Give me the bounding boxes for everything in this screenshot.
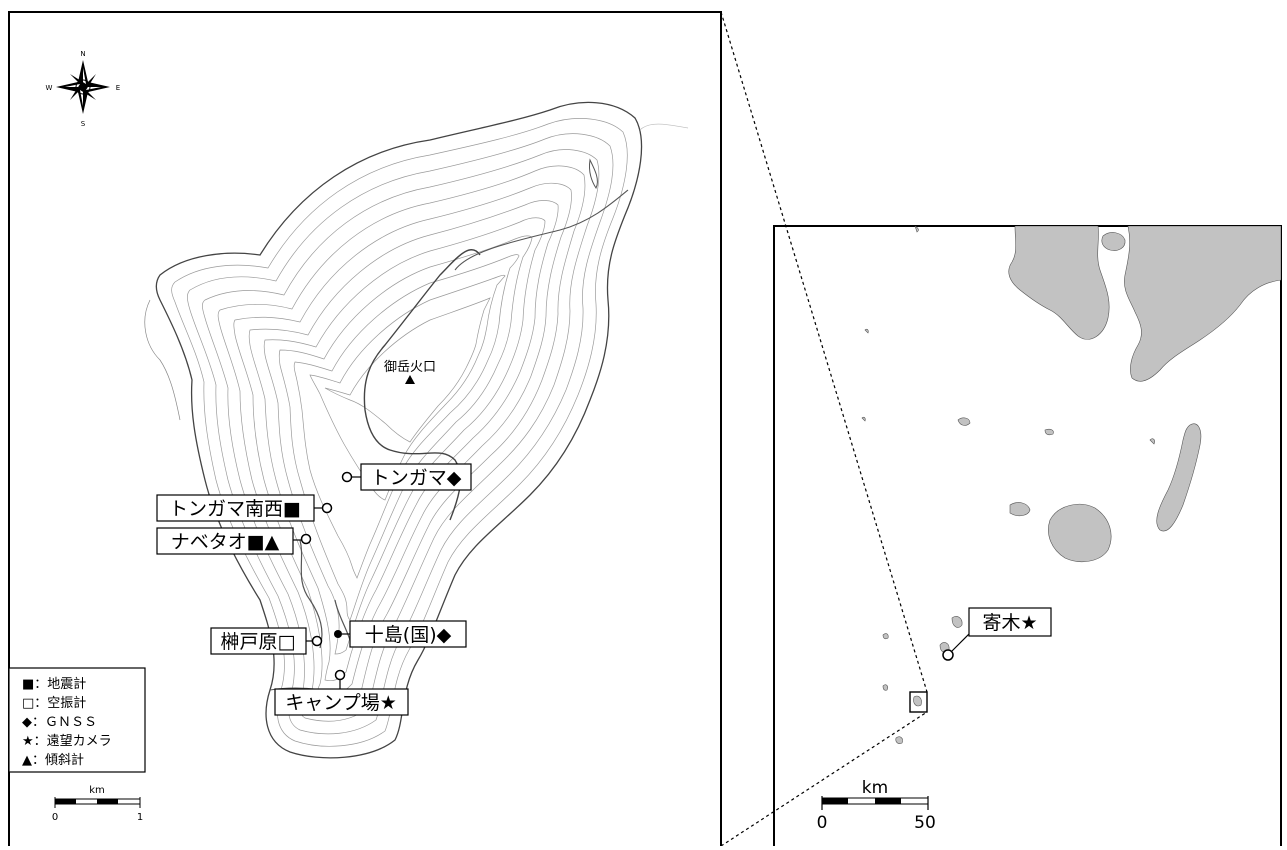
station-tongama: トンガマ◆ (341, 463, 472, 491)
label-tongama-sw: トンガマ南西■ (169, 498, 301, 520)
leader-line-bottom (720, 711, 928, 847)
legend-infrasound: □：空振計 (22, 695, 86, 711)
land-kuchinoerabu (1009, 502, 1031, 517)
label-camp: キャンプ場★ (285, 692, 396, 714)
station-yoriki: 寄木★ (942, 607, 1052, 661)
crater-label: 御岳火口 (384, 360, 436, 375)
station-nabetao: ナベタオ■▲ (156, 527, 312, 555)
scale-main-min: 0 (52, 812, 58, 823)
station-camp: キャンプ場★ (274, 669, 409, 716)
land-osumi (1124, 226, 1281, 382)
compass-n: N (80, 50, 85, 58)
land-tanegashima (1156, 423, 1202, 532)
crater-marker: 御岳火口 (384, 360, 436, 384)
compass-e: E (116, 84, 120, 92)
leader-line-top (720, 11, 928, 693)
land-akusekijima (882, 684, 888, 691)
land-sakurajima (1101, 232, 1126, 251)
compass-w: W (46, 84, 53, 92)
legend: ■：地震計 □：空振計 ◆：ＧＮＳＳ ★：遠望カメラ ▲：傾斜計 (8, 667, 146, 773)
station-tongama-sw: トンガマ南西■ (156, 494, 333, 522)
scale-inset-max: 50 (914, 813, 936, 833)
label-nabetao: ナベタオ■▲ (171, 531, 280, 553)
land-yakushima (1048, 504, 1112, 563)
land-takeshima (1044, 428, 1054, 436)
station-sakakidobara: 榊戸原□ (210, 627, 323, 655)
legend-seismometer: ■：地震計 (22, 676, 86, 692)
compass-rose: N S E W (46, 50, 121, 128)
ridge-valley-line (363, 249, 481, 521)
compass-s: S (81, 120, 86, 128)
scale-inset-unit: km (862, 778, 888, 798)
crater-triangle-icon (405, 375, 415, 384)
scale-bar-inset: km 0 50 (817, 778, 936, 833)
scale-inset-min: 0 (817, 813, 828, 833)
label-sakakidobara: 榊戸原□ (221, 631, 296, 653)
label-yoriki: 寄木★ (982, 612, 1037, 634)
label-tongama: トンガマ◆ (371, 467, 462, 489)
island-contours (144, 101, 689, 759)
scale-bar-main: km 0 1 (52, 785, 143, 823)
legend-camera: ★：遠望カメラ (22, 733, 112, 749)
label-jushima: 十島(国)◆ (365, 624, 452, 646)
land-takarajima (895, 736, 903, 744)
land-suwanosejima (882, 633, 889, 640)
land-kuroshima (957, 417, 971, 426)
land-kuchinoshima (951, 616, 963, 628)
scale-main-max: 1 (137, 812, 143, 823)
legend-tiltmeter: ▲：傾斜計 (22, 752, 84, 768)
legend-gnss: ◆：ＧＮＳＳ (22, 715, 97, 730)
station-jushima: 十島(国)◆ (334, 620, 467, 648)
regional-landmass (861, 226, 1281, 744)
land-satsuma (1008, 226, 1110, 340)
scale-main-unit: km (89, 785, 105, 796)
